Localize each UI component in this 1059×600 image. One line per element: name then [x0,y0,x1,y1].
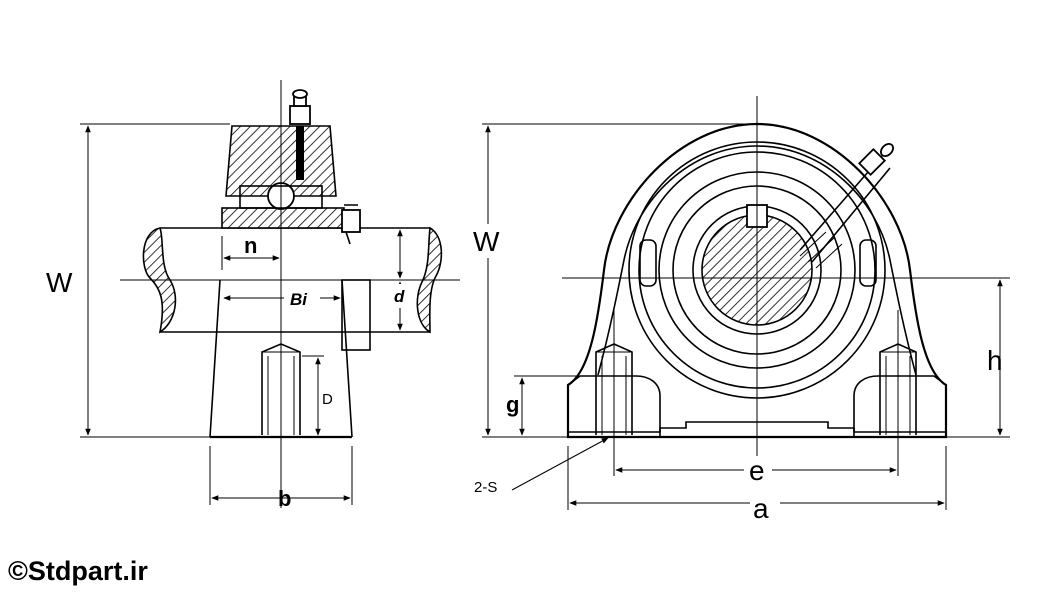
dim-label-h: h [987,345,1003,376]
dim-label-W-left: W [46,267,73,298]
dim-label-W-right: W [473,226,500,257]
dim-label-a: a [753,493,769,524]
dim-label-e: e [749,455,765,486]
dim-label-g: g [506,392,519,417]
watermark-text: ©Stdpart.ir [8,556,148,586]
grease-fitting [289,105,311,125]
dim-label-b: b [278,486,291,511]
dim-label-n: n [244,233,257,258]
bearing-ring [221,207,345,229]
dim-label-d: d [394,287,405,306]
dim-label-D: D [322,391,333,408]
dim-label-Bi: Bi [290,290,308,309]
front-view: W h g e a 2-S [470,96,1010,524]
housing-body [209,279,353,438]
dim-label-2S: 2-S [474,479,497,496]
side-view: W n Bi d D b [46,80,460,511]
